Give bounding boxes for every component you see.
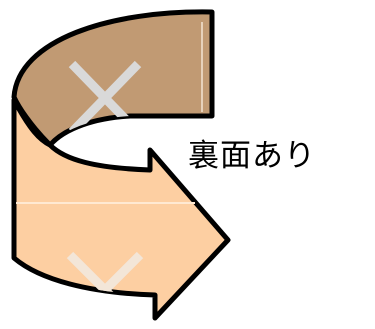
band-front-face	[11, 97, 231, 321]
caption-label: 裏面あり	[188, 138, 316, 174]
band-back-face	[11, 9, 215, 148]
